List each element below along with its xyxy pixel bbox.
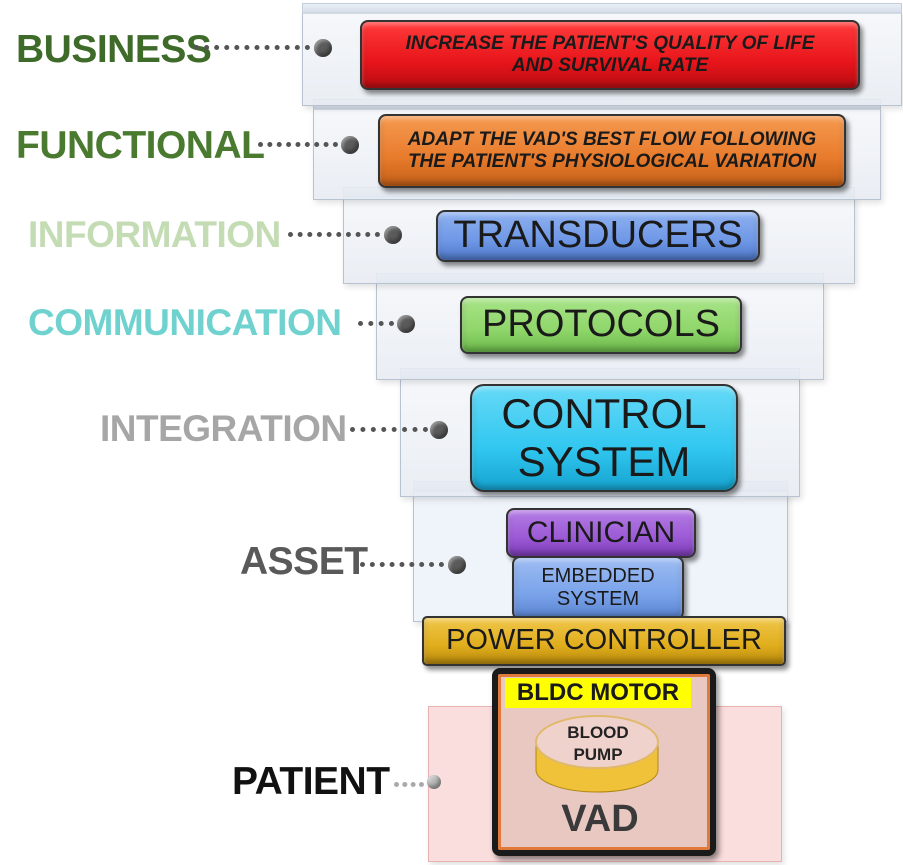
protocols-box: PROTOCOLS bbox=[460, 296, 742, 354]
information-dot bbox=[384, 226, 402, 244]
patient-layer-label: PATIENT bbox=[232, 760, 390, 803]
transducers-box: TRANSDUCERS bbox=[436, 210, 760, 262]
blood-pump-label: BLOOD PUMP bbox=[548, 722, 648, 766]
integration-layer-label: INTEGRATION bbox=[100, 408, 347, 449]
functional-dot bbox=[341, 136, 359, 154]
control-system-line2: SYSTEM bbox=[517, 438, 691, 485]
power-controller-box: POWER CONTROLLER bbox=[422, 616, 786, 666]
functional-goal-line2: THE PATIENT'S PHYSIOLOGICAL VARIATION bbox=[407, 151, 817, 172]
asset-leader bbox=[360, 562, 444, 567]
clinician-box: CLINICIAN bbox=[506, 508, 696, 558]
functional-goal-line1: ADAPT THE VAD'S BEST FLOW FOLLOWING bbox=[407, 129, 817, 151]
control-system-line1: CONTROL bbox=[501, 389, 707, 437]
business-layer-label: BUSINESS bbox=[16, 28, 212, 71]
patient-leader bbox=[394, 782, 424, 787]
asset-dot bbox=[448, 556, 466, 574]
bldc-motor-label: BLDC MOTOR bbox=[505, 678, 691, 708]
embedded-system-box: EMBEDDED SYSTEM bbox=[512, 556, 684, 620]
functional-leader bbox=[258, 142, 338, 147]
business-goal-line1: INCREASE THE PATIENT'S QUALITY OF LIFE bbox=[405, 33, 815, 55]
embedded-system-line1: EMBEDDED bbox=[541, 565, 655, 587]
control-system-box: CONTROL SYSTEM bbox=[470, 384, 738, 492]
blood-pump-line1: BLOOD bbox=[567, 723, 629, 742]
communication-leader bbox=[358, 321, 394, 326]
blood-pump-cylinder bbox=[535, 715, 659, 793]
blood-pump-line2: PUMP bbox=[573, 745, 623, 764]
communication-dot bbox=[397, 315, 415, 333]
business-leader bbox=[194, 45, 310, 50]
information-layer-label: INFORMATION bbox=[28, 214, 281, 255]
business-goal-box: INCREASE THE PATIENT'S QUALITY OF LIFE A… bbox=[360, 20, 860, 90]
vad-label: VAD bbox=[561, 798, 639, 840]
integration-leader bbox=[350, 427, 428, 432]
business-goal-line2: AND SURVIVAL RATE bbox=[511, 55, 709, 76]
functional-goal-box: ADAPT THE VAD'S BEST FLOW FOLLOWING THE … bbox=[378, 114, 846, 188]
information-leader bbox=[288, 232, 380, 237]
embedded-system-line2: SYSTEM bbox=[556, 588, 640, 610]
business-dot bbox=[314, 39, 332, 57]
integration-dot bbox=[430, 421, 448, 439]
patient-dot bbox=[427, 775, 441, 789]
asset-layer-label: ASSET bbox=[240, 540, 368, 583]
communication-layer-label: COMMUNICATION bbox=[28, 302, 342, 343]
functional-layer-label: FUNCTIONAL bbox=[16, 124, 265, 167]
